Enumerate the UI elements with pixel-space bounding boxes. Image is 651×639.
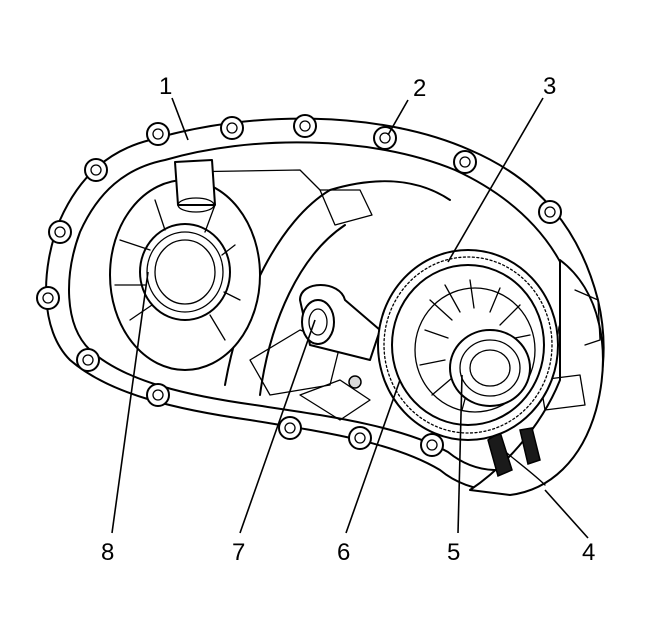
callout-1: 1 <box>159 73 172 100</box>
callout-3: 3 <box>543 73 556 100</box>
callout-6: 6 <box>337 539 350 566</box>
bolt-lugs <box>36 114 582 457</box>
ring-gear-assembly <box>377 249 559 441</box>
inner-cavity <box>179 169 451 421</box>
callout-2: 2 <box>413 75 426 102</box>
callout-4: 4 <box>582 539 595 566</box>
callout-8: 8 <box>101 539 114 566</box>
callout-labels: 1 2 3 4 5 6 7 8 <box>101 73 595 566</box>
front-output-bore <box>109 159 261 371</box>
leader-lines <box>111 97 589 539</box>
callout-5: 5 <box>447 539 460 566</box>
callout-7: 7 <box>232 539 245 566</box>
